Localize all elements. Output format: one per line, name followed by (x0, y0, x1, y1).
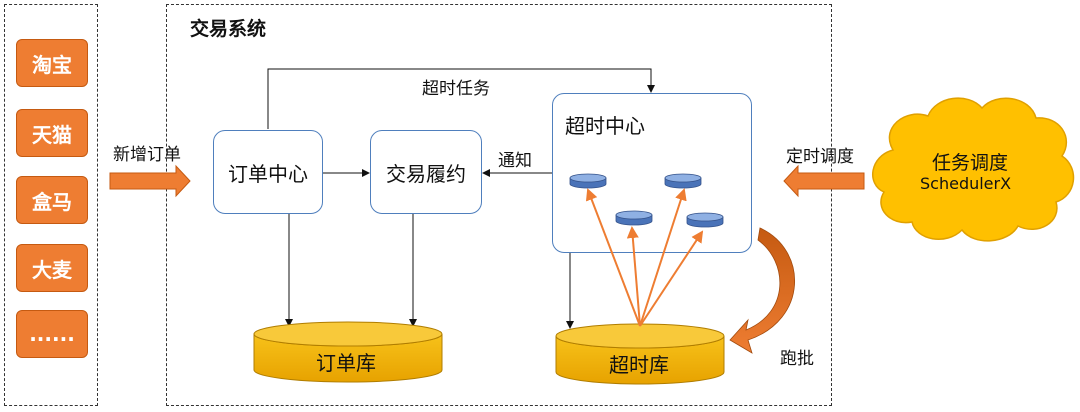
channel-more: ...... (16, 310, 88, 358)
scheduler-title: 任务调度 (932, 152, 1009, 174)
scheduler-subtitle: SchedulerX (920, 174, 1012, 193)
order-center-node: 订单中心 (213, 130, 323, 214)
channel-damai: 大麦 (16, 244, 88, 292)
order-db-shape (253, 321, 443, 383)
timeout-task-edge (267, 68, 655, 129)
timeout-task-label: 超时任务 (422, 79, 490, 99)
timed-schedule-label: 定时调度 (786, 147, 854, 167)
new-order-arrow (109, 164, 191, 198)
batch-run-label: 跑批 (780, 349, 814, 369)
timed-schedule-arrow (783, 164, 865, 198)
trade-system-title: 交易系统 (190, 18, 267, 40)
channel-taobao: 淘宝 (16, 39, 88, 87)
trade-system-container (166, 4, 832, 406)
scheduler-cloud (872, 97, 1075, 242)
timeout-db-shape (555, 323, 725, 385)
batch-run-arrow (729, 227, 795, 354)
fulfillment-node: 交易履约 (370, 130, 482, 214)
channel-tmall: 天猫 (16, 109, 88, 157)
channels-container (4, 4, 98, 406)
timeout-center-label: 超时中心 (565, 114, 645, 138)
new-order-label: 新增订单 (113, 145, 181, 165)
channel-hema: 盒马 (16, 176, 88, 224)
timeout-db-label: 超时库 (609, 353, 669, 377)
timeout-center-node: 超时中心 (552, 93, 752, 253)
order-db-label: 订单库 (316, 351, 376, 375)
notify-label: 通知 (498, 151, 532, 171)
